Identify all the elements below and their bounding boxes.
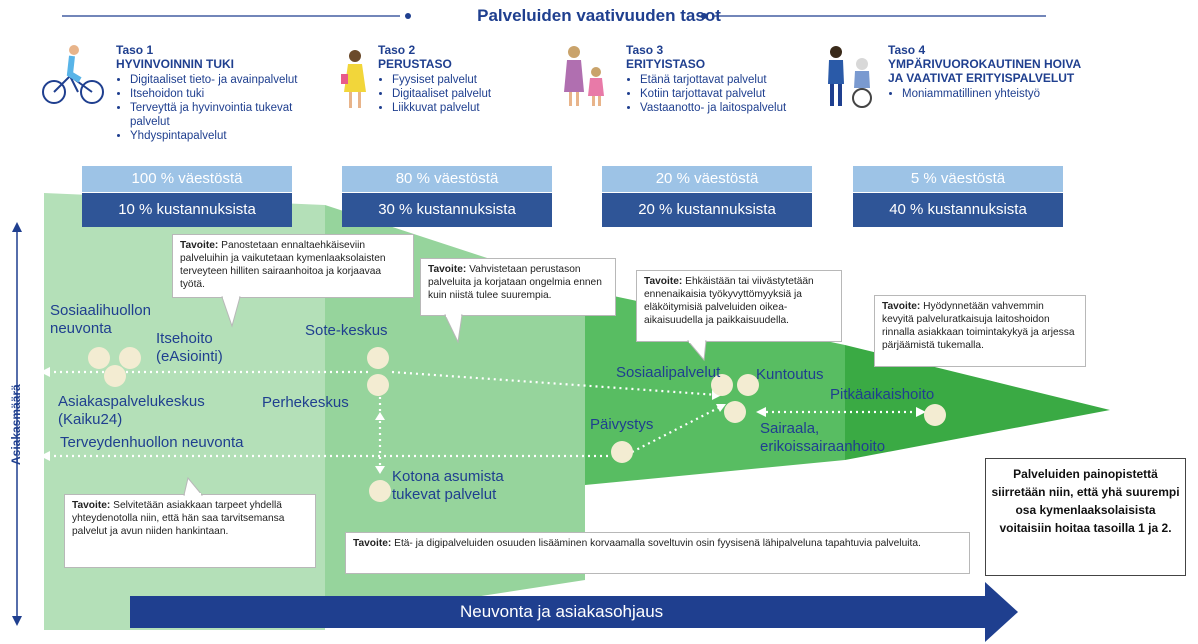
level-4-name: YMPÄRIVUOROKAUTINEN HOIVA JA VAATIVAT ER…	[888, 57, 1081, 85]
level-3-costs: 20 % kustannuksista	[638, 201, 776, 218]
level-2-number: Taso 2	[378, 43, 416, 57]
level-1-name: HYVINVOINNIN TUKI	[116, 57, 235, 71]
emphasis-box: Palveluiden painopistettä siirretään nii…	[985, 458, 1186, 576]
goal-text-6: Etä- ja digipalveluiden osuuden lisäämin…	[391, 538, 921, 549]
goal-callout-5: Tavoite: Selvitetään asiakkaan tarpeet y…	[64, 494, 316, 568]
level-2-population-box: 80 % väestöstä	[342, 166, 552, 192]
level-3-item: Vastaanotto- ja laitospalvelut	[640, 101, 806, 115]
goal-callout-1: Tavoite: Panostetaan ennaltaehkäiseviin …	[172, 234, 414, 298]
level-2-block: Taso 2 PERUSTASO Fyysiset palvelut Digit…	[378, 43, 548, 115]
goal-callout-3: Tavoite: Ehkäistään tai viivästytetään e…	[636, 270, 842, 342]
node-itsehoito: Itsehoito (eAsiointi)	[156, 330, 223, 365]
level-2-costs: 30 % kustannuksista	[378, 201, 516, 218]
goal-prefix: Tavoite:	[644, 276, 683, 287]
node-sosiaalihuollon-neuvonta: Sosiaalihuollon neuvonta	[50, 302, 151, 337]
goal-text-5: Selvitetään asiakkaan tarpeet yhdellä yh…	[72, 500, 285, 537]
level-2-item: Liikkuvat palvelut	[392, 101, 548, 115]
level-4-number: Taso 4	[888, 43, 926, 57]
woman-with-bag-icon	[341, 50, 366, 108]
node-pitkaaikaishoito: Pitkäaikaishoito	[830, 386, 935, 403]
level-1-costs: 10 % kustannuksista	[118, 201, 256, 218]
axis-label: Asiakasmäärä	[9, 384, 23, 465]
goal-prefix: Tavoite:	[882, 301, 921, 312]
goal-prefix: Tavoite:	[353, 538, 392, 549]
bottom-arrow-label: Neuvonta ja asiakasohjaus	[460, 602, 664, 621]
level-2-item: Digitaaliset palvelut	[392, 87, 548, 101]
node-paivystys: Päivystys	[590, 416, 654, 433]
level-4-costs-box: 40 % kustannuksista	[853, 193, 1063, 227]
level-1-number: Taso 1	[116, 43, 154, 57]
node-sosiaalipalvelut: Sosiaalipalvelut	[616, 364, 721, 381]
level-3-number: Taso 3	[626, 43, 664, 57]
level-2-list: Fyysiset palvelut Digitaaliset palvelut …	[378, 73, 548, 115]
level-3-block: Taso 3 ERITYISTASO Etänä tarjottavat pal…	[626, 43, 806, 115]
goal-callout-6: Tavoite: Etä- ja digipalveluiden osuuden…	[345, 532, 970, 574]
cyclist-icon	[42, 45, 104, 104]
goal-prefix: Tavoite:	[180, 240, 219, 251]
node-terveydenhuollon-neuvonta: Terveydenhuollon neuvonta	[60, 434, 244, 451]
wheelchair-care-icon	[828, 46, 872, 108]
goal-prefix: Tavoite:	[428, 264, 467, 275]
level-4-costs: 40 % kustannuksista	[889, 201, 1027, 218]
level-3-costs-box: 20 % kustannuksista	[602, 193, 812, 227]
level-3-list: Etänä tarjottavat palvelut Kotiin tarjot…	[626, 73, 806, 115]
level-1-item: Digitaaliset tieto- ja avainpalvelut	[130, 73, 316, 87]
level-1-list: Digitaaliset tieto- ja avainpalvelut Its…	[116, 73, 316, 143]
level-4-population-box: 5 % väestöstä	[853, 166, 1063, 192]
node-asiakaspalvelukeskus: Asiakaspalvelukeskus (Kaiku24)	[58, 393, 205, 428]
level-1-item: Terveyttä ja hyvinvointia tukevat palvel…	[130, 101, 316, 129]
node-kotona-asumista: Kotona asumista tukevat palvelut	[392, 468, 504, 503]
level-3-name: ERITYISTASO	[626, 57, 706, 71]
family-icon	[564, 46, 604, 106]
node-sairaala: Sairaala, erikoissairaanhoito	[760, 420, 886, 455]
level-3-item: Kotiin tarjottavat palvelut	[640, 87, 806, 101]
level-1-population: 100 % väestöstä	[131, 170, 243, 187]
level-1-costs-box: 10 % kustannuksista	[82, 193, 292, 227]
level-4-block: Taso 4 YMPÄRIVUOROKAUTINEN HOIVA JA VAAT…	[888, 43, 1088, 101]
level-2-population: 80 % väestöstä	[395, 170, 499, 187]
level-1-block: Taso 1 HYVINVOINNIN TUKI Digitaaliset ti…	[116, 43, 316, 143]
level-1-item: Itsehoidon tuki	[130, 87, 316, 101]
goal-callout-4: Tavoite: Hyödynnetään vahvemmin kevyitä …	[874, 295, 1086, 367]
goal-text-3: Ehkäistään tai viivästytetään ennenaikai…	[644, 276, 814, 326]
page-title: Palveluiden vaativuuden tasot	[477, 6, 721, 25]
goal-callout-2: Tavoite: Vahvistetaan perustason palvelu…	[420, 258, 616, 316]
goal-text-1: Panostetaan ennaltaehkäiseviin palveluih…	[180, 240, 386, 290]
level-2-name: PERUSTASO	[378, 57, 452, 71]
level-2-item: Fyysiset palvelut	[392, 73, 548, 87]
level-4-population: 5 % väestöstä	[910, 170, 1006, 187]
level-3-item: Etänä tarjottavat palvelut	[640, 73, 806, 87]
goal-text-2: Vahvistetaan perustason palveluita ja ko…	[428, 264, 602, 301]
goal-text-4: Hyödynnetään vahvemmin kevyitä palvelura…	[882, 301, 1075, 351]
level-4-item: Moniammatillinen yhteistyö	[902, 87, 1088, 101]
level-3-population-box: 20 % väestöstä	[602, 166, 812, 192]
node-sote-keskus: Sote-keskus	[305, 322, 388, 339]
header-rule	[62, 13, 1046, 19]
level-3-population: 20 % väestöstä	[655, 170, 759, 187]
level-2-costs-box: 30 % kustannuksista	[342, 193, 552, 227]
level-1-item: Yhdyspintapalvelut	[130, 129, 316, 143]
node-perhekeskus: Perhekeskus	[262, 394, 349, 411]
level-4-list: Moniammatillinen yhteistyö	[888, 87, 1088, 101]
level-1-population-box: 100 % väestöstä	[82, 166, 292, 192]
goal-prefix: Tavoite:	[72, 500, 111, 511]
node-kuntoutus: Kuntoutus	[756, 366, 824, 383]
